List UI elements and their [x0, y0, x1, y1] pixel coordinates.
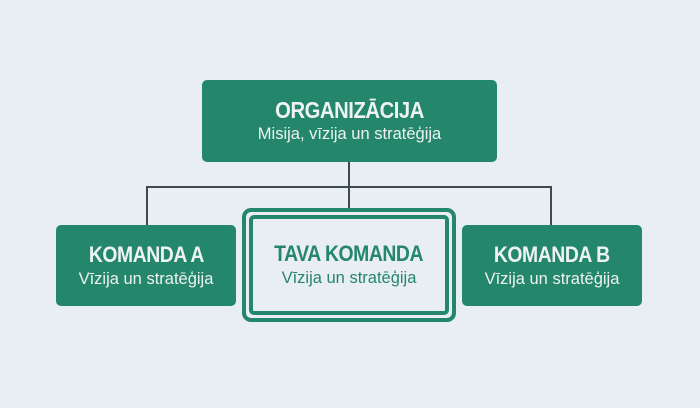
org-box-organization: ORGANIZĀCIJA Misija, vīzija un stratēģij… — [202, 80, 497, 162]
connector-root-down — [348, 162, 350, 209]
org-box-team-a: KOMANDA A Vīzija un stratēģija — [56, 225, 236, 306]
your-team-subtitle: Vīzija un stratēģija — [281, 269, 417, 287]
team-b-title: KOMANDA B — [494, 241, 610, 267]
connector-right-down — [550, 186, 552, 225]
team-a-subtitle: Vīzija un stratēģija — [78, 269, 214, 288]
team-b-subtitle: Vīzija un stratēģija — [484, 269, 620, 288]
your-team-title: TAVA KOMANDA — [274, 241, 424, 266]
team-a-title: KOMANDA A — [88, 241, 204, 267]
org-subtitle: Misija, vīzija un stratēģija — [257, 125, 442, 143]
org-box-team-b: KOMANDA B Vīzija un stratēģija — [462, 225, 642, 306]
connector-left-down — [146, 186, 148, 225]
your-team-inner-frame: TAVA KOMANDA Vīzija un stratēģija — [249, 215, 449, 315]
org-box-your-team: TAVA KOMANDA Vīzija un stratēģija — [242, 208, 456, 322]
org-title: ORGANIZĀCIJA — [275, 97, 424, 123]
connector-horizontal — [146, 186, 552, 188]
